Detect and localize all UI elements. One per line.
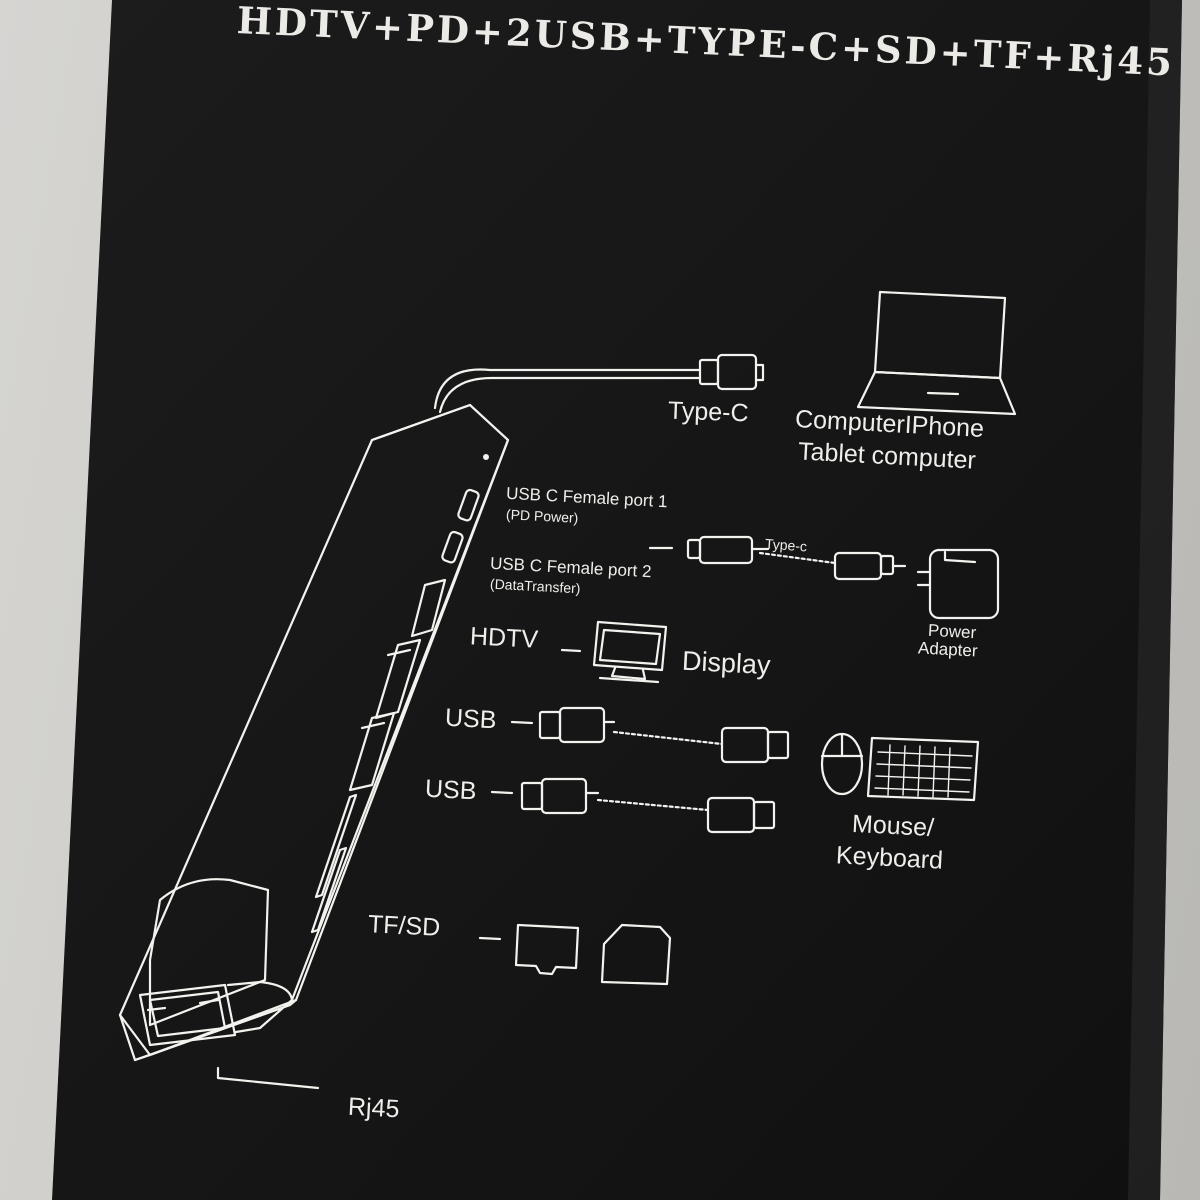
monitor-icon	[592, 620, 668, 684]
sd-card-icon	[600, 923, 672, 986]
usb-plug-icon	[720, 726, 790, 764]
usb-plug-icon	[706, 796, 776, 834]
power-adapter-icon	[916, 548, 1000, 620]
box-edge	[1128, 0, 1182, 1200]
type-c-plug-icon	[686, 535, 770, 565]
hdtv-label: HDTV	[469, 622, 539, 654]
usb-hub-icon	[118, 403, 510, 1062]
tf-card-icon	[514, 923, 580, 976]
usb2-label: USB	[424, 774, 478, 806]
type-c-cable	[433, 368, 702, 410]
tf-sd-label: TF/SD	[367, 910, 441, 942]
usb-plug-icon	[520, 777, 600, 815]
type-c-plug-icon	[833, 551, 907, 581]
rj45-port-icon	[138, 983, 237, 1047]
mouse-icon	[820, 732, 864, 796]
mouse-keyboard-label-line2: Keyboard	[835, 841, 944, 875]
power-adapter-label-line2: Adapter	[917, 638, 979, 661]
rj45-label: Rj45	[347, 1092, 401, 1124]
laptop-icon	[856, 290, 1017, 416]
usb1-label: USB	[444, 703, 498, 735]
mouse-keyboard-label-line1: Mouse/	[851, 809, 935, 843]
type-c-label: Type-C	[667, 396, 750, 428]
type-c-plug-icon	[698, 353, 765, 391]
display-label: Display	[681, 645, 772, 681]
usb-plug-icon	[538, 706, 616, 744]
type-c-cable-label: Type-c	[764, 535, 808, 555]
keyboard-icon	[866, 736, 980, 802]
